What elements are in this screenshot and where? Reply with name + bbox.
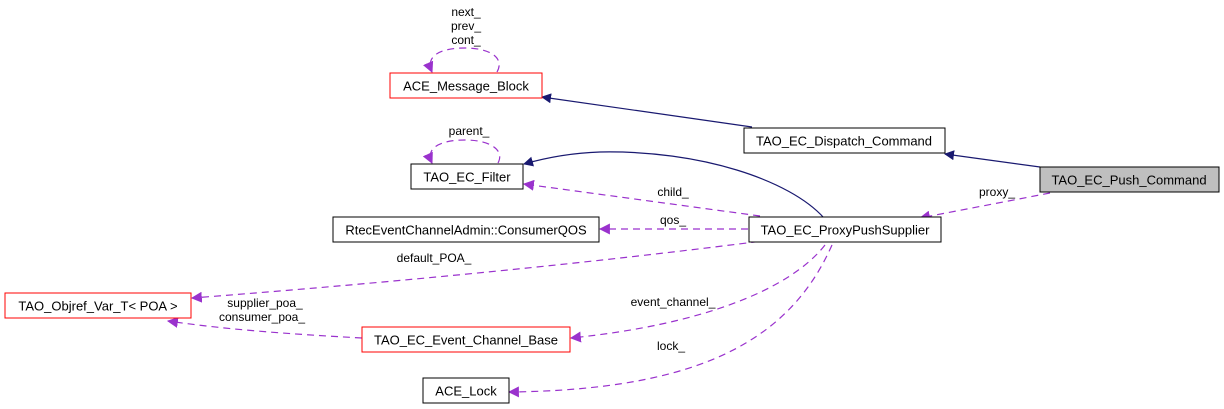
node-ace-lock[interactable]: ACE_Lock <box>422 377 510 404</box>
edge-proxy-to-filter-inherit <box>523 151 825 219</box>
edge-label-event-channel: event_channel_ <box>631 295 716 309</box>
svg-text:RtecEventChannelAdmin::Consume: RtecEventChannelAdmin::ConsumerQOS <box>345 223 587 238</box>
edge-proxy-to-event-channel: event_channel_ <box>569 244 826 343</box>
edge-label-next: next_ <box>451 5 481 19</box>
svg-text:TAO_EC_Dispatch_Command: TAO_EC_Dispatch_Command <box>756 134 932 149</box>
edge-label-lock: lock_ <box>657 339 685 353</box>
node-tao-ec-push-command[interactable]: TAO_EC_Push_Command <box>1039 166 1220 193</box>
edge-proxy-to-qos: qos_ <box>598 213 748 235</box>
edge-label-supplier-poa: supplier_poa_ <box>227 296 303 310</box>
edge-label-prev: prev_ <box>451 19 481 33</box>
node-tao-objref-var-t-poa[interactable]: TAO_Objref_Var_T< POA > <box>4 292 192 319</box>
edge-proxy-to-objref-default-poa: default_POA_ <box>190 239 771 303</box>
edge-proxy-to-filter-child: child_ <box>522 179 761 217</box>
node-tao-ec-dispatch-command[interactable]: TAO_EC_Dispatch_Command <box>743 127 946 154</box>
edge-label-consumer-poa: consumer_poa_ <box>219 310 305 324</box>
svg-text:TAO_EC_ProxyPushSupplier: TAO_EC_ProxyPushSupplier <box>761 223 931 238</box>
edge-ace-message-block-self: next_ prev_ cont_ <box>422 5 500 74</box>
edge-tao-ec-filter-self: parent_ <box>422 124 501 164</box>
svg-text:TAO_Objref_Var_T< POA >: TAO_Objref_Var_T< POA > <box>18 299 177 314</box>
edge-label-child: child_ <box>657 185 689 199</box>
edge-label-default-poa: default_POA_ <box>397 251 472 265</box>
edge-push-to-dispatch <box>944 150 1041 168</box>
svg-text:ACE_Lock: ACE_Lock <box>435 384 497 399</box>
edge-label-qos: qos_ <box>660 213 686 227</box>
svg-text:ACE_Message_Block: ACE_Message_Block <box>403 79 529 94</box>
svg-text:TAO_EC_Filter: TAO_EC_Filter <box>423 170 511 185</box>
node-rtec-consumer-qos[interactable]: RtecEventChannelAdmin::ConsumerQOS <box>332 216 600 243</box>
edge-dispatch-to-message-block <box>541 93 753 128</box>
edge-label-parent: parent_ <box>449 124 490 138</box>
edge-push-to-proxy: proxy_ <box>918 185 1051 222</box>
node-tao-ec-event-channel-base[interactable]: TAO_EC_Event_Channel_Base <box>361 326 571 353</box>
svg-text:TAO_EC_Event_Channel_Base: TAO_EC_Event_Channel_Base <box>374 333 558 348</box>
edge-event-channel-to-objref: supplier_poa_ consumer_poa_ <box>166 296 363 339</box>
node-ace-message-block[interactable]: ACE_Message_Block <box>389 72 543 99</box>
svg-text:TAO_EC_Push_Command: TAO_EC_Push_Command <box>1051 173 1206 188</box>
node-tao-ec-filter[interactable]: TAO_EC_Filter <box>410 163 524 190</box>
edge-label-cont: cont_ <box>451 33 481 47</box>
edge-label-proxy: proxy_ <box>979 185 1015 199</box>
edge-proxy-to-lock: lock_ <box>507 244 833 398</box>
node-tao-ec-proxy-push-supplier[interactable]: TAO_EC_ProxyPushSupplier <box>748 216 942 243</box>
